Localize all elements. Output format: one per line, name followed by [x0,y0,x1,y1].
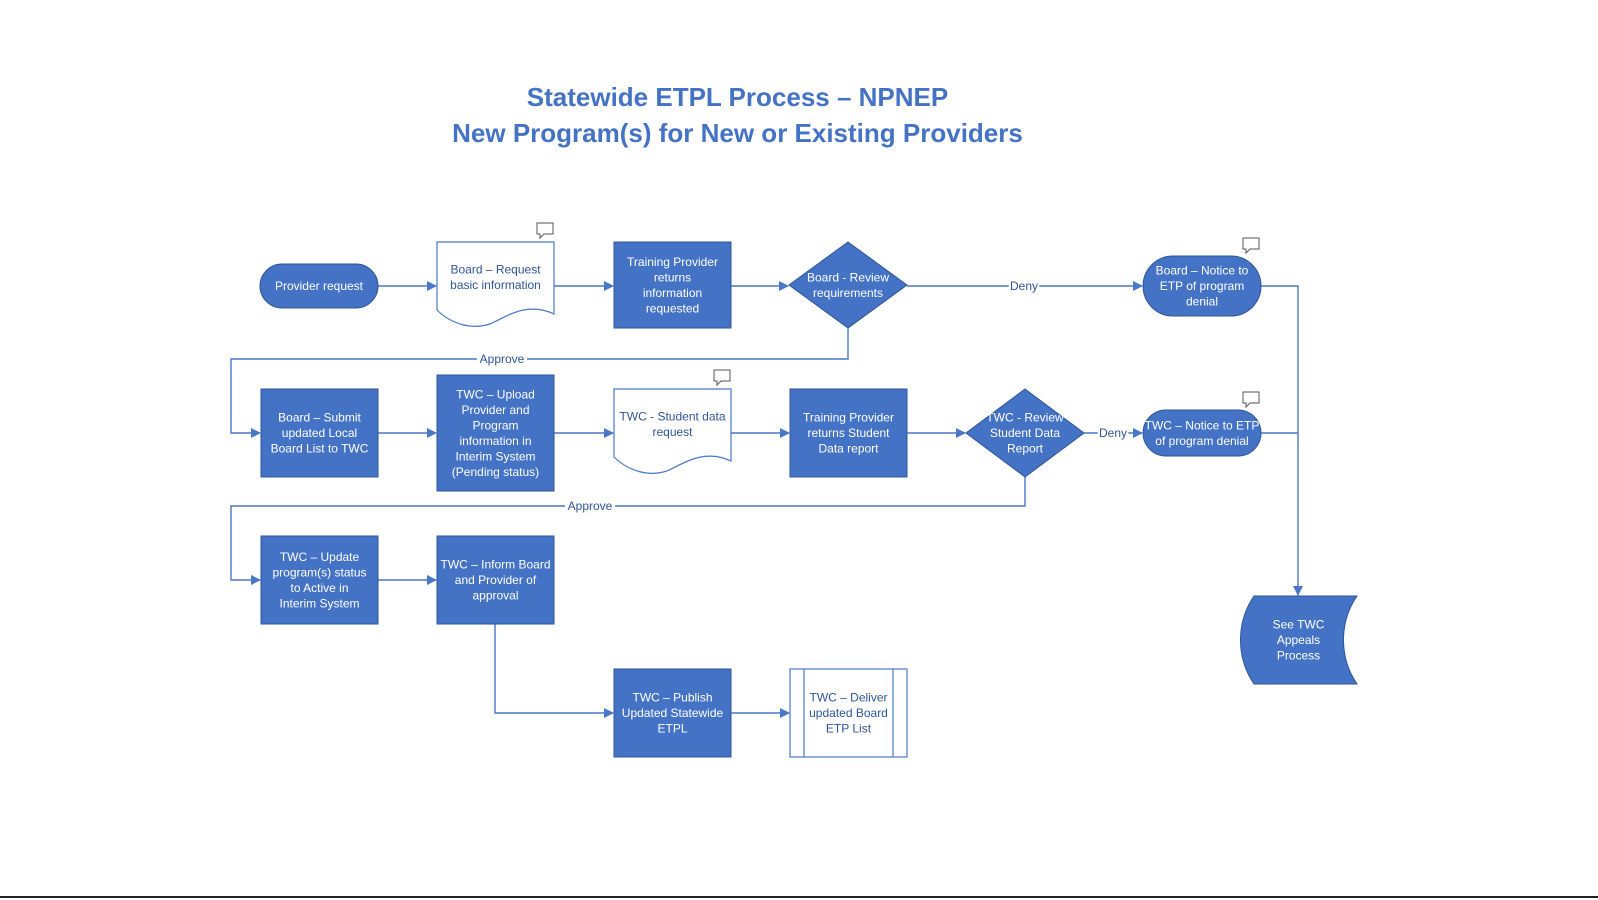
twc-inform-process-shape [436,535,555,625]
twc-upload-process-shape [436,374,555,492]
provider-returns-info-process-shape [613,241,732,329]
deny-label-board: Deny [1008,279,1040,293]
diagram-title-line-2: New Program(s) for New or Existing Provi… [452,118,1023,148]
comment-icon-layer [536,222,1260,409]
approve-label-twc-text: Approve [568,499,613,513]
bottom-divider [0,896,1598,898]
approve-label-twc-bg [564,499,616,513]
diagram-title-line-1: Statewide ETPL Process – NPNEP [526,82,949,112]
twc-update-status-process-shape [260,535,379,625]
provider-returns-student-data-process-shape [789,388,908,478]
deny-label-twc-bg [1097,426,1129,440]
deny-label-board-bg [1008,279,1040,293]
provider-request-terminator-shape [259,263,379,309]
edge-review-approve-2 [230,477,1026,585]
twc-notice-denial-terminator-shape [1142,409,1262,457]
edge-inform-to-publish [494,624,614,718]
approve-label-board-bg [476,352,528,366]
twc-deliver-predefined-process-shape [789,668,908,758]
comment-icon[interactable] [1242,391,1260,409]
deny-label-twc: Deny [1097,426,1129,440]
twc-student-data-request-document-shape [613,388,732,474]
edge-review-approve [230,328,849,438]
deny-label-twc-text: Deny [1099,426,1127,440]
board-submit-list-process-shape [260,388,379,478]
board-request-info-document-shape [436,241,555,327]
provider-request-terminator: Provider request [259,263,379,309]
see-appeals-stored-data-shape [1240,595,1358,685]
comment-icon[interactable] [1242,237,1260,255]
board-notice-denial-terminator-shape [1142,255,1262,317]
deny-label-board-text: Deny [1010,279,1038,293]
twc-publish-process-shape [613,668,732,758]
approve-label-board: Approve [476,352,528,366]
approve-label-board-text: Approve [480,352,525,366]
board-review-decision-shape [788,241,908,329]
comment-icon[interactable] [713,369,731,387]
twc-review-student-data-decision-shape [965,388,1085,478]
edge-board-denial-to-appeals [1261,285,1303,596]
approve-label-twc: Approve [564,499,616,513]
provider-request-terminator-label: Provider request [275,279,364,293]
comment-icon[interactable] [536,222,554,240]
